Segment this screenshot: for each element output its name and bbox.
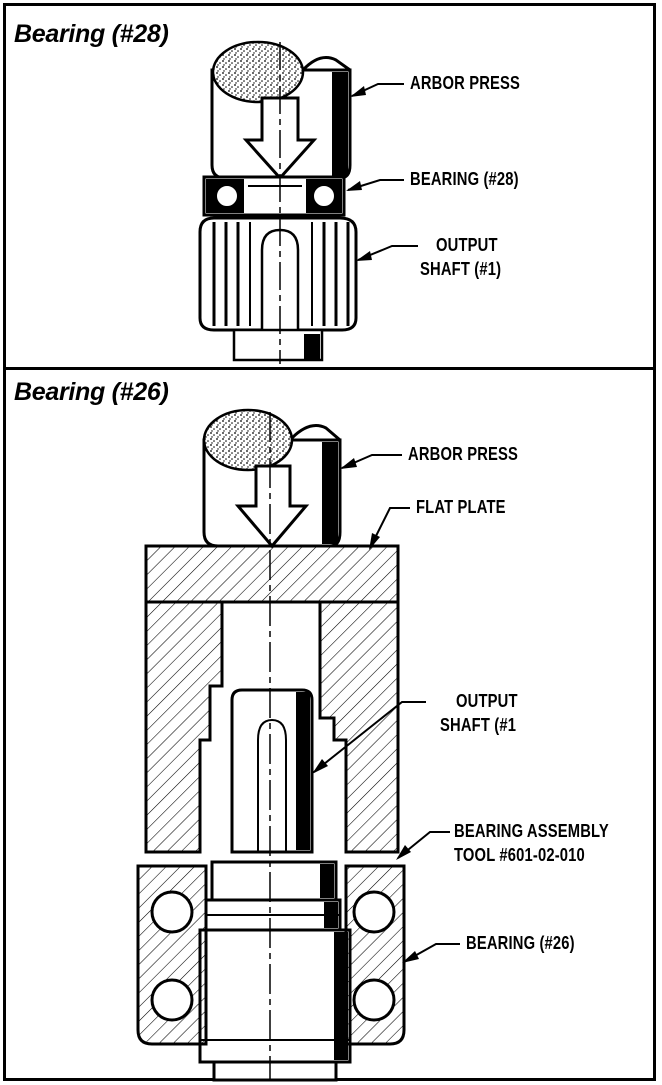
bottom-label-flat-plate: FLAT PLATE (416, 497, 506, 517)
bottom-label-arbor-press: ARBOR PRESS (408, 444, 519, 464)
top-arbor-press (210, 40, 352, 181)
bottom-label-output-shaft-line1: OUTPUT (456, 691, 518, 711)
panel-divider (6, 367, 653, 370)
top-assembly (198, 40, 418, 364)
flat-plate (144, 544, 400, 604)
bottom-label-output-shaft-line2: SHAFT (#1 (440, 715, 517, 735)
top-bearing-28 (202, 175, 346, 217)
bottom-label-tool-line1: BEARING ASSEMBLY (454, 821, 609, 841)
bottom-label-tool-line2: TOOL #601-02-010 (454, 845, 585, 865)
top-panel-title: Bearing (#28) (14, 20, 169, 48)
top-output-shaft (198, 216, 358, 362)
top-label-output-shaft-line1: OUTPUT (436, 235, 498, 255)
bottom-leader-plate (369, 507, 410, 549)
bottom-assembly (136, 408, 460, 1082)
top-label-output-shaft-line2: SHAFT (#1) (420, 259, 502, 279)
bottom-panel-title: Bearing (#26) (14, 378, 169, 406)
top-label-arbor-press: ARBOR PRESS (410, 73, 521, 93)
bottom-arbor-press (202, 408, 342, 549)
top-label-bearing: BEARING (#28) (410, 169, 519, 189)
bottom-label-bearing: BEARING (#26) (466, 933, 575, 953)
bottom-bearing-26 (136, 864, 406, 1046)
bearing-assembly-tool (144, 600, 400, 854)
bottom-leader-shaft (313, 701, 426, 773)
bottom-output-shaft (198, 688, 352, 1082)
